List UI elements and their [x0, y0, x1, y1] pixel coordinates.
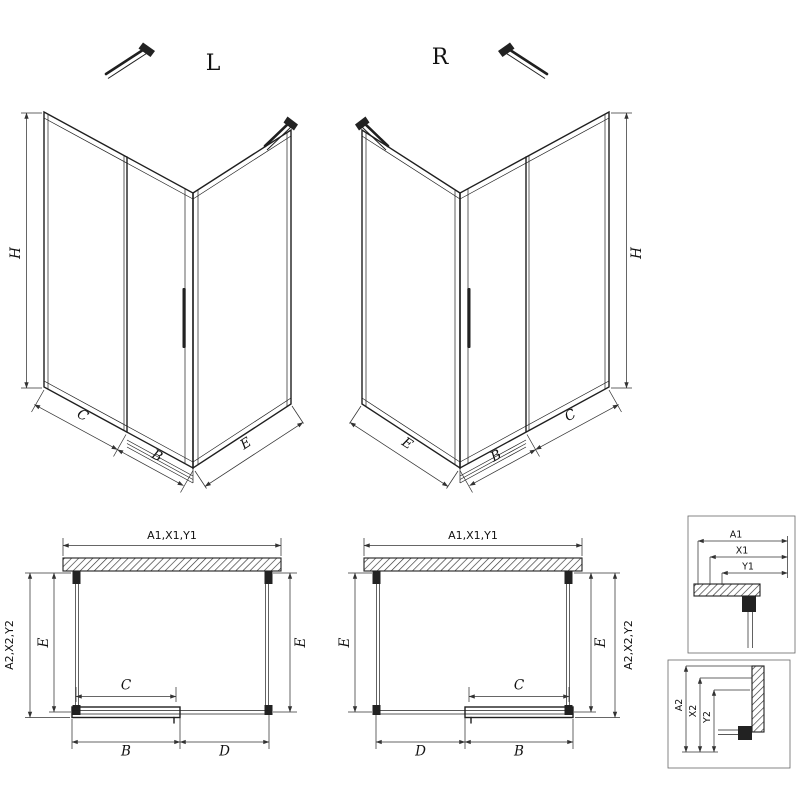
plan-left-view: A1,X1,Y1 A2,X2,Y2 E E C B D	[3, 529, 309, 760]
plan-left-dim-d: D	[218, 744, 230, 760]
detail-bottom-dim-y2: Y2	[702, 711, 713, 724]
detail-bottom-profile	[718, 665, 765, 740]
detail-bottom-dim-a2: A2	[674, 699, 685, 712]
iso-right-door-handle	[467, 288, 471, 348]
plan-left-sliding-door	[71, 706, 181, 719]
detail-top-dim-y1: Y1	[741, 562, 754, 573]
plan-right-wall	[363, 557, 583, 572]
plan-left-dim-c: C	[121, 678, 132, 694]
detail-bottom-dimensions	[682, 665, 752, 753]
detail-top-profile	[693, 583, 761, 648]
plan-left-dim-right: E	[293, 637, 309, 648]
iso-left-title: L	[206, 51, 221, 76]
plan-right-dim-d: D	[414, 744, 426, 760]
iso-left-door-track	[126, 439, 194, 484]
detail-bottom-view: A2 X2 Y2	[667, 659, 791, 769]
iso-left-dim-h: H	[8, 247, 24, 260]
plan-right-structure	[372, 571, 574, 724]
iso-right-dimensions	[349, 112, 632, 493]
plan-right-dim-right-inner: E	[593, 637, 609, 648]
plan-left-wall	[62, 557, 282, 572]
plan-left-dim-b: B	[120, 744, 131, 760]
plan-left-structure	[71, 571, 273, 724]
iso-left-view: H C B E L	[8, 42, 304, 493]
iso-right-title: R	[432, 45, 450, 70]
plan-right-dim-left: E	[337, 637, 353, 648]
detail-top-dim-a1: A1	[730, 530, 743, 541]
iso-right-dim-c: C	[562, 406, 579, 425]
detail-top-dim-x1: X1	[736, 546, 749, 557]
plan-right-dim-c: C	[514, 678, 525, 694]
plan-left-dim-left-inner: E	[36, 637, 52, 648]
iso-left-dimensions	[21, 112, 304, 493]
plan-right-view: A1,X1,Y1 E E A2,X2,Y2 C D B	[337, 529, 635, 760]
detail-top-dimensions	[697, 536, 788, 585]
iso-right-wall-braces	[355, 42, 549, 151]
iso-left-wall-braces	[104, 42, 298, 151]
plan-right-sliding-door	[464, 706, 574, 719]
plan-left-dim-left-outer: A2,X2,Y2	[3, 620, 16, 670]
iso-left-dim-c: C	[74, 406, 91, 425]
plan-right-dim-b: B	[513, 744, 524, 760]
plan-left-dim-top: A1,X1,Y1	[147, 529, 197, 542]
plan-right-dimensions	[348, 538, 620, 749]
detail-top-view: A1 X1 Y1	[687, 515, 796, 654]
iso-left-door-handle	[182, 288, 186, 348]
iso-right-dim-h: H	[629, 247, 645, 260]
plan-right-dim-top: A1,X1,Y1	[448, 529, 498, 542]
plan-right-dim-right-outer: A2,X2,Y2	[622, 620, 635, 670]
detail-bottom-dim-x2: X2	[688, 705, 699, 718]
iso-right-view: H C B E R	[349, 42, 645, 493]
plan-left-dimensions	[25, 538, 297, 749]
